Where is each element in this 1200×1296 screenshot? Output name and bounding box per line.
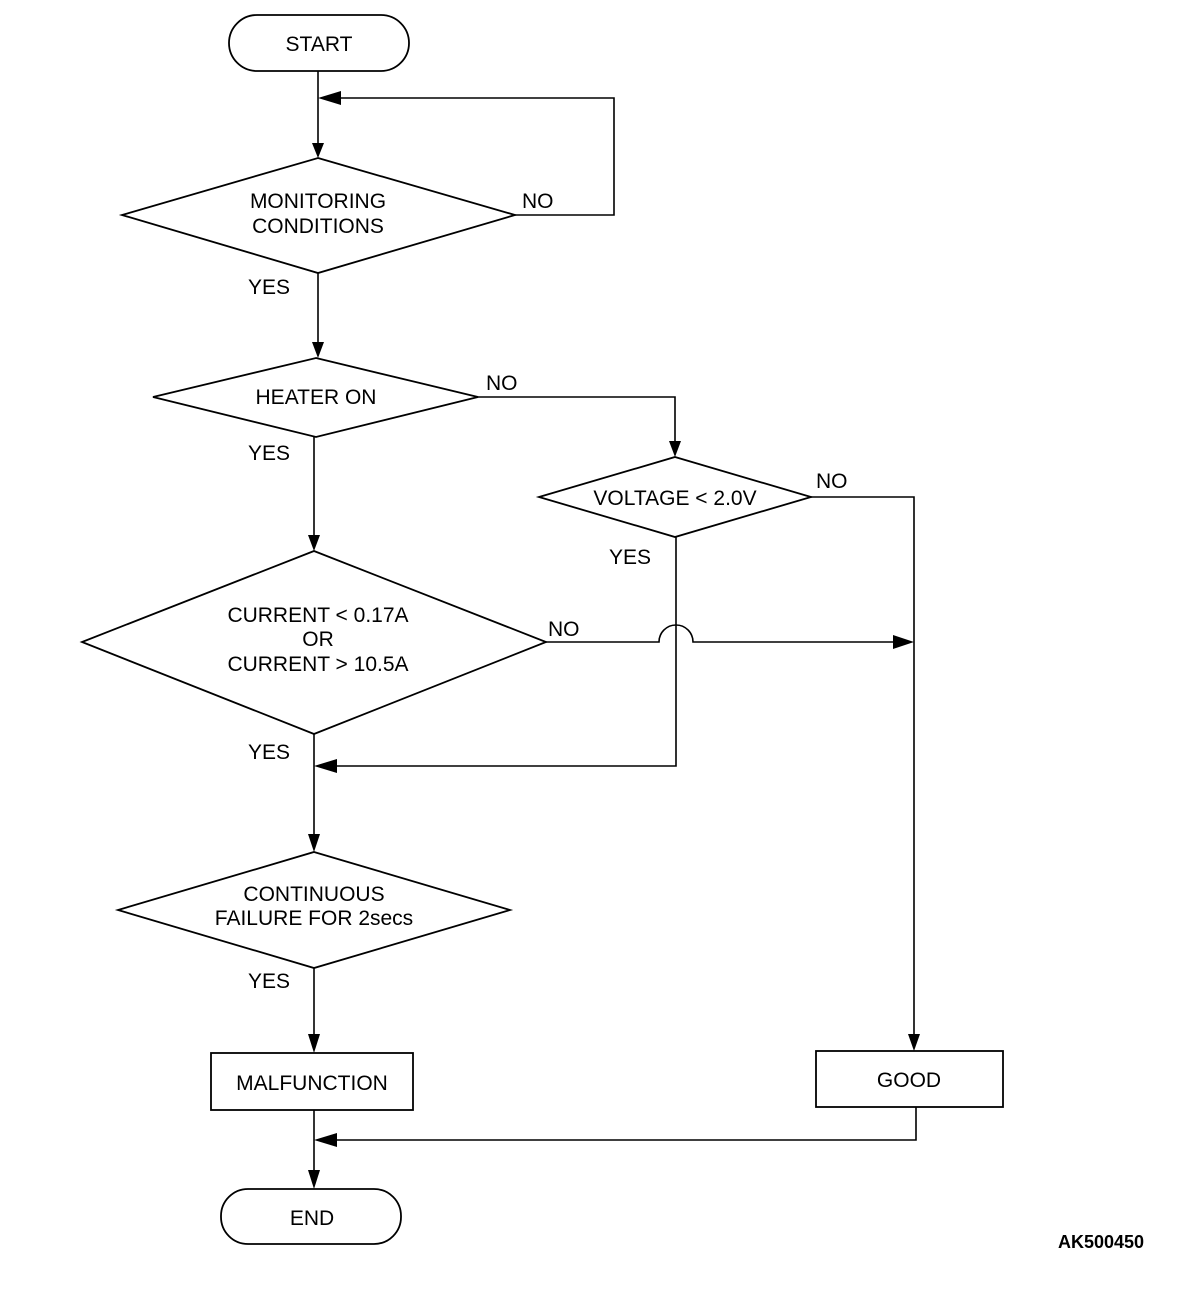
arrowhead-monitoring <box>312 143 324 158</box>
continuous-failure-label-line1: CONTINUOUS <box>243 883 384 906</box>
connector-heater-no-to-voltage <box>478 396 676 443</box>
current-label-line3: CURRENT > 10.5A <box>227 653 408 676</box>
monitoring-no-label: NO <box>522 190 554 213</box>
end-terminal <box>220 1188 402 1245</box>
connector-voltage-yes-merge <box>331 537 677 767</box>
voltage-no-label: NO <box>816 470 848 493</box>
arrowhead-current-no <box>893 635 914 649</box>
heater-yes-label: YES <box>248 442 290 465</box>
start-label: START <box>286 33 353 56</box>
voltage-yes-label: YES <box>609 546 651 569</box>
continuous-yes-label: YES <box>248 970 290 993</box>
current-yes-label: YES <box>248 741 290 764</box>
end-label: END <box>290 1207 334 1230</box>
arrowhead-voltage-yes-merge <box>314 759 337 773</box>
good-label: GOOD <box>877 1069 941 1092</box>
arrowhead-continuous <box>308 834 320 852</box>
connector-good-to-end <box>331 1107 917 1141</box>
malfunction-label: MALFUNCTION <box>236 1072 388 1095</box>
heater-no-label: NO <box>486 372 518 395</box>
monitoring-conditions-label-line2: CONDITIONS <box>252 215 384 238</box>
monitoring-yes-label: YES <box>248 276 290 299</box>
current-label-line1: CURRENT < 0.17A <box>227 604 408 627</box>
current-no-label: NO <box>548 618 580 641</box>
arrowhead-good <box>908 1034 920 1051</box>
arrowhead-end <box>308 1170 320 1189</box>
connector-current-no-to-good <box>546 624 897 643</box>
malfunction-box <box>210 1052 414 1111</box>
current-label-line2: OR <box>302 628 334 651</box>
arrowhead-malfunction <box>308 1034 320 1053</box>
connector-voltage-no-to-good <box>811 496 915 1036</box>
start-terminal <box>228 14 410 72</box>
monitoring-conditions-label-line1: MONITORING <box>250 190 386 213</box>
arrowhead-good-merge <box>314 1133 337 1147</box>
voltage-decision <box>535 456 815 538</box>
arrowhead-current <box>308 535 320 551</box>
arrowhead-monitoring-loop <box>318 91 341 105</box>
arrowhead-heater <box>312 342 324 358</box>
arrowhead-voltage <box>669 441 681 457</box>
continuous-failure-label-line2: FAILURE FOR 2secs <box>215 907 413 930</box>
connector-monitoring-no-loop <box>334 97 615 216</box>
heater-on-label: HEATER ON <box>256 386 377 409</box>
figure-id: AK500450 <box>1058 1232 1144 1252</box>
good-box <box>815 1050 1004 1108</box>
heater-on-decision <box>152 357 479 438</box>
voltage-label: VOLTAGE < 2.0V <box>593 487 756 510</box>
